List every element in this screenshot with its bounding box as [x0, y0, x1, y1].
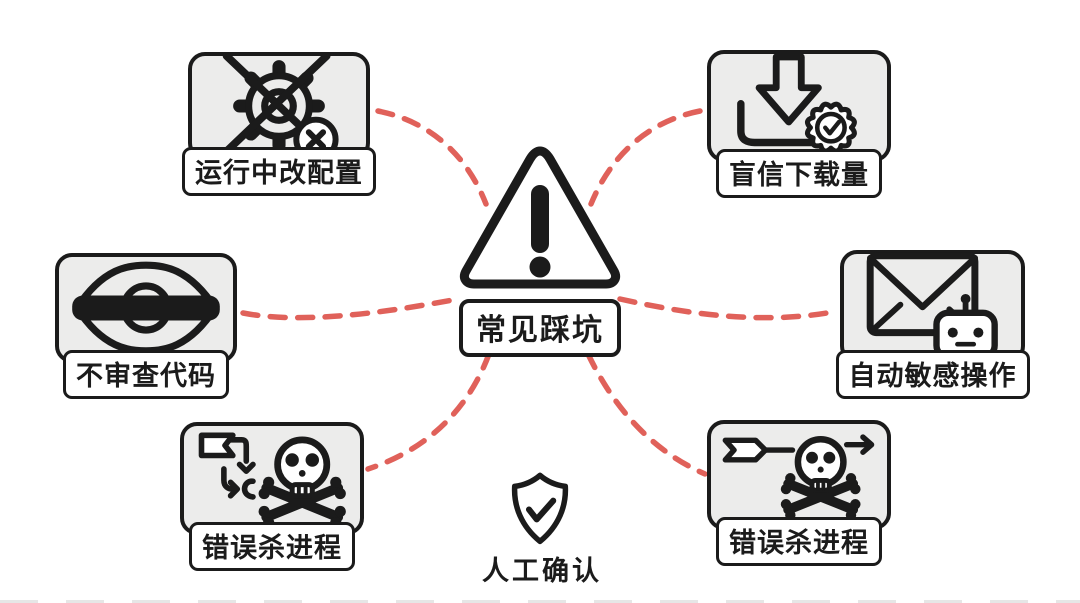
node-kill-process-right: 错误杀进程	[707, 420, 891, 566]
node-card-download-count	[707, 50, 891, 162]
node-card-run-config	[188, 52, 370, 162]
node-auto-sensitive: 自动敏感操作	[835, 250, 1030, 399]
connector-bottom-right	[585, 351, 708, 477]
connector-top-left	[375, 108, 489, 207]
node-kill-process-left: 错误杀进程	[180, 422, 364, 571]
download-verified-icon	[737, 53, 857, 154]
bottom-edge-dashes	[0, 600, 1080, 603]
node-label-run-config: 运行中改配置	[182, 147, 376, 196]
shield-check-icon	[511, 472, 569, 545]
flow-skull-icon	[198, 432, 346, 526]
mail-robot-icon	[866, 251, 998, 360]
connector-middle-left	[240, 296, 461, 321]
center-topic	[454, 142, 626, 297]
node-card-kill-process-right	[707, 420, 891, 530]
manual-confirm	[507, 471, 573, 553]
center-topic-label: 常见踩坑	[459, 299, 621, 357]
node-card-kill-process-left	[180, 422, 364, 535]
node-run-config: 运行中改配置	[182, 52, 376, 196]
connector-top-right	[588, 108, 703, 207]
connector-bottom-left	[365, 351, 492, 472]
node-label-download-count: 盲信下载量	[716, 149, 882, 198]
node-label-auto-sensitive: 自动敏感操作	[835, 350, 1030, 399]
node-label-kill-process-left: 错误杀进程	[189, 522, 355, 571]
warning-triangle-icon	[459, 146, 621, 289]
manual-confirm-label: 人工确认	[482, 556, 602, 586]
node-code-review: 不审查代码	[55, 253, 237, 399]
arrow-skull-icon	[722, 434, 875, 519]
node-download-count: 盲信下载量	[707, 50, 891, 198]
gear-crossed-icon	[222, 52, 339, 162]
node-card-auto-sensitive	[840, 250, 1025, 363]
connector-middle-right	[617, 296, 841, 321]
node-label-code-review: 不审查代码	[63, 350, 229, 399]
node-label-kill-process-right: 错误杀进程	[716, 517, 882, 566]
eye-blocked-icon	[72, 261, 220, 355]
node-card-code-review	[55, 253, 237, 363]
